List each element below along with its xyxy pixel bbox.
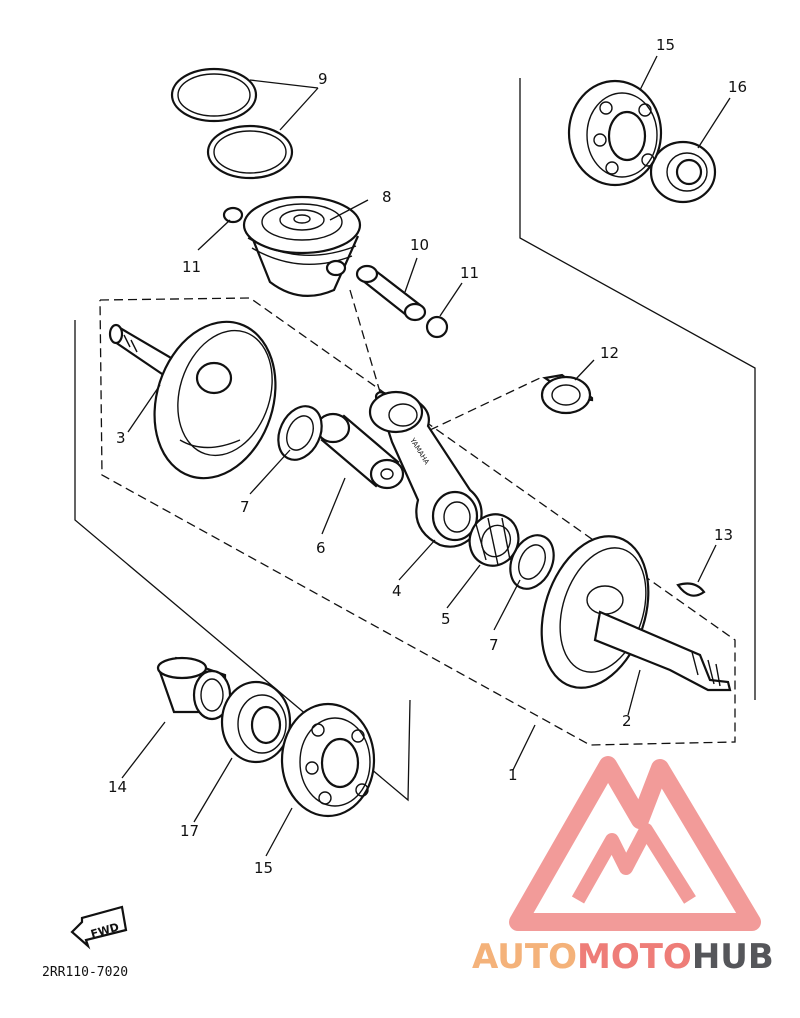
wordmark-hub: HUB: [692, 937, 774, 977]
callout-8: 8: [382, 188, 392, 206]
callout-7-right: 7: [489, 636, 499, 654]
callout-15-upper: 15: [656, 36, 675, 54]
crankshaft-assembly-outline: [99, 297, 736, 746]
bearing-group-outline: [519, 78, 756, 700]
circlip-left: [222, 206, 244, 224]
bearing-15-lower: [280, 702, 376, 818]
callout-7-left: 7: [240, 498, 250, 516]
callout-5: 5: [441, 610, 451, 628]
oil-seal-17: [220, 680, 292, 764]
callout-11-right: 11: [460, 264, 479, 282]
crank-pin: [315, 412, 405, 490]
callout-1: 1: [508, 766, 518, 784]
crank-left: [108, 320, 277, 480]
callout-15-lower: 15: [254, 859, 273, 877]
connecting-rod: YAMAHA: [368, 390, 483, 548]
callout-13: 13: [714, 526, 733, 544]
forward-arrow: FWD: [70, 905, 128, 950]
circlip-right: [425, 315, 449, 339]
leader-lines: [121, 55, 731, 857]
callout-6: 6: [316, 539, 326, 557]
woodruff-key: [676, 582, 706, 597]
piston-ring-upper: [170, 67, 258, 123]
automotohub-wordmark: AUTOMOTOHUB: [472, 937, 774, 977]
crank-right: [540, 535, 732, 692]
automotohub-logo-mark: [509, 756, 761, 931]
piston: [242, 195, 362, 297]
callout-10: 10: [410, 236, 429, 254]
spacer-14: [156, 656, 232, 721]
bearing-15-upper: [567, 79, 663, 187]
callout-17: 17: [180, 822, 199, 840]
callout-14: 14: [108, 778, 127, 796]
callout-2: 2: [622, 712, 632, 730]
thrust-washer-left: [277, 405, 323, 461]
callout-16: 16: [728, 78, 747, 96]
callout-12: 12: [600, 344, 619, 362]
callout-4: 4: [392, 582, 402, 600]
diagram-code: 2RR110-7020: [42, 965, 128, 980]
small-end-needle-bearing: [540, 373, 594, 415]
crankshaft-group-outline: [74, 320, 411, 802]
big-end-bearing: [468, 513, 520, 567]
wordmark-auto: AUTO: [472, 937, 577, 977]
wordmark-moto: MOTO: [577, 937, 692, 977]
callout-11-left: 11: [182, 258, 201, 276]
piston-ring-lower: [206, 124, 294, 180]
callout-3: 3: [116, 429, 126, 447]
oil-seal-16: [649, 140, 717, 204]
callouts: 1 2 3 4 5 6 7 7 8 9 10 11 11 12 13 14 15…: [108, 36, 747, 877]
callout-9: 9: [318, 70, 328, 88]
piston-pin: [355, 264, 427, 322]
